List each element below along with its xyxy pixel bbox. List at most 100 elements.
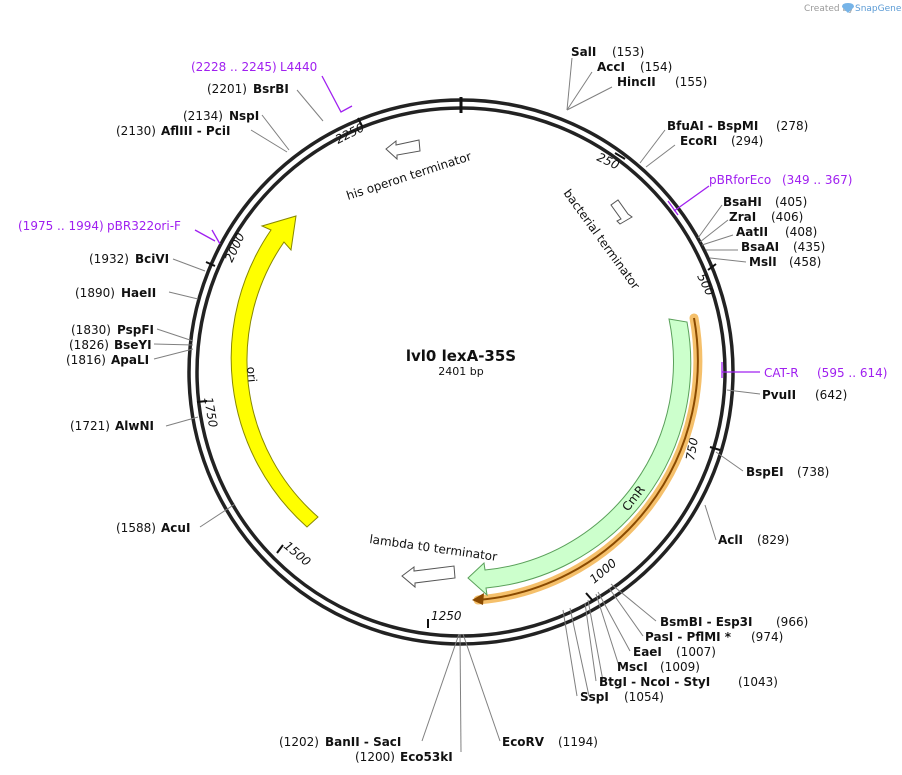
enzyme-position: (1932): [89, 252, 129, 266]
enzyme-name: PasI: [645, 630, 673, 644]
enzyme-PspFI[interactable]: (1830) PspFI: [71, 323, 154, 337]
ori-feature[interactable]: ori: [230, 215, 319, 528]
enzyme-position: (829): [757, 533, 789, 547]
enzyme-MslI[interactable]: MslI (458): [749, 255, 821, 269]
enzyme-position: (1721): [70, 419, 110, 433]
enzyme-name: BsaHI: [723, 195, 762, 209]
enzyme-EcoRI[interactable]: EcoRI (294): [680, 134, 763, 148]
svg-text:BfuAI - BspMI: BfuAI - BspMI: [667, 119, 758, 133]
enzyme-position: (1830): [71, 323, 111, 337]
enzyme-position: (153): [612, 45, 644, 59]
enzyme-position: (1054): [624, 690, 664, 704]
enzyme-AccI[interactable]: AccI (154): [597, 60, 672, 74]
tick-label: 250: [595, 150, 622, 173]
enzyme-BciVI[interactable]: (1932) BciVI: [89, 252, 169, 266]
plasmid-name: lvl0 lexA-35S: [406, 347, 516, 365]
enzyme-position: (738): [797, 465, 829, 479]
enzyme-SalI[interactable]: SalI (153): [571, 45, 644, 59]
enzyme-position: (435): [793, 240, 825, 254]
primer-name: pBRforEco: [709, 173, 771, 187]
enzyme-PvuII[interactable]: PvuII (642): [762, 388, 847, 402]
enzyme-BfuAI-BspMI[interactable]: BfuAI - BspMI (278): [667, 119, 808, 133]
enzyme-name: BspMI: [717, 119, 758, 133]
enzyme-name: BciVI: [135, 252, 169, 266]
enzyme-position: (974): [751, 630, 783, 644]
enzyme-EcoRV[interactable]: EcoRV (1194): [502, 735, 598, 749]
enzyme-position: (1200): [355, 750, 395, 764]
enzyme-ZraI[interactable]: ZraI (406): [729, 210, 803, 224]
enzyme-AlwNI[interactable]: (1721) AlwNI: [70, 419, 154, 433]
primer-range: (1975 .. 1994): [18, 219, 104, 233]
enzyme-position: (1194): [558, 735, 598, 749]
enzyme-position: (406): [771, 210, 803, 224]
snapgene-logo-icon: [842, 3, 854, 13]
tick-marks: [196, 117, 721, 628]
primer-pbr322ori-f[interactable]: (1975 .. 1994) pBR322ori-F: [18, 219, 221, 245]
enzyme-name: PflMI *: [687, 630, 732, 644]
enzyme-name: SalI: [571, 45, 596, 59]
enzyme-BsmBI-Esp3I[interactable]: BsmBI - Esp3I (966): [660, 615, 808, 629]
enzyme-BsaHI[interactable]: BsaHI (405): [723, 195, 807, 209]
enzyme-name: HaeII: [121, 286, 156, 300]
enzyme-position: (458): [789, 255, 821, 269]
enzyme-position: (642): [815, 388, 847, 402]
svg-text:PasI - PflMI *: PasI - PflMI *: [645, 630, 732, 644]
svg-text:BsmBI - Esp3I: BsmBI - Esp3I: [660, 615, 753, 629]
enzyme-AcuI[interactable]: (1588) AcuI: [116, 521, 190, 535]
enzyme-name: AccI: [597, 60, 625, 74]
enzyme-BsrBI[interactable]: (2201) BsrBI: [207, 82, 289, 96]
bacterial-terminator[interactable]: bacterial terminator: [561, 187, 643, 293]
enzyme-AclI[interactable]: AclI (829): [718, 533, 789, 547]
enzyme-SspI[interactable]: SspI (1054): [580, 690, 664, 704]
enzyme-name: BspEI: [746, 465, 784, 479]
enzyme-name: SacI: [373, 735, 401, 749]
enzyme-BseYI[interactable]: (1826) BseYI: [69, 338, 152, 352]
primer-l4440[interactable]: (2228 .. 2245) L4440: [191, 60, 353, 113]
enzyme-position: (154): [640, 60, 672, 74]
enzyme-position: (1826): [69, 338, 109, 352]
enzyme-name: PspFI: [117, 323, 154, 337]
enzyme-BspEI[interactable]: BspEI (738): [746, 465, 829, 479]
enzyme-name: AcuI: [161, 521, 190, 535]
enzyme-EaeI[interactable]: EaeI (1007): [633, 645, 716, 659]
tick-label: 1250: [431, 609, 462, 623]
enzyme-AatII[interactable]: AatII (408): [736, 225, 817, 239]
enzyme-position: (1007): [676, 645, 716, 659]
his-operon-terminator[interactable]: his operon terminator: [345, 139, 474, 203]
enzyme-position: (2130): [116, 124, 156, 138]
terminator-arrow-icon: [385, 139, 421, 161]
enzyme-position: (1816): [66, 353, 106, 367]
primer-cat-r[interactable]: CAT-R (595 .. 614): [721, 362, 887, 380]
lambda-t0-terminator-label: lambda t0 terminator: [369, 532, 498, 564]
enzyme-NspI[interactable]: (2134) NspI: [183, 109, 259, 123]
enzyme-HaeII[interactable]: (1890) HaeII: [75, 286, 156, 300]
enzyme-ApaLI[interactable]: (1816) ApaLI: [66, 353, 149, 367]
creator-prefix: Created by: [804, 4, 854, 14]
cmr-orf-arrow: [472, 313, 703, 605]
enzyme-BsaAI[interactable]: BsaAI (435): [741, 240, 825, 254]
enzyme-name: PciI: [206, 124, 231, 138]
enzyme-AflIII-PciI[interactable]: (2130) AflIII - PciI: [116, 124, 230, 138]
enzyme-BanII-SacI[interactable]: (1202) BanII - SacI: [279, 735, 401, 749]
enzyme-position: (278): [776, 119, 808, 133]
enzyme-name: EcoRV: [502, 735, 545, 749]
enzyme-name: BfuAI: [667, 119, 704, 133]
enzyme-position: (1890): [75, 286, 115, 300]
ori-label: ori: [244, 366, 259, 383]
enzyme-name: NcoI: [640, 675, 670, 689]
enzyme-name: EcoRI: [680, 134, 717, 148]
tick-label: 1500: [281, 539, 314, 570]
primer-pbrforeco[interactable]: pBRforEco (349 .. 367): [667, 173, 852, 216]
enzyme-name: Eco53kI: [400, 750, 453, 764]
enzyme-name: ApaLI: [111, 353, 149, 367]
enzyme-MscI[interactable]: MscI (1009): [617, 660, 700, 674]
enzyme-BtgI-NcoI-StyI[interactable]: BtgI - NcoI - StyI (1043): [599, 675, 778, 689]
enzyme-name: MslI: [749, 255, 777, 269]
enzyme-PasI-PflMI[interactable]: PasI - PflMI * (974): [645, 630, 783, 644]
enzyme-HincII[interactable]: HincII (155): [617, 75, 707, 89]
enzyme-Eco53kI[interactable]: (1200) Eco53kI: [355, 750, 453, 764]
tick-label: 1750: [201, 396, 220, 429]
enzyme-position: (1009): [660, 660, 700, 674]
enzyme-name: StyI: [684, 675, 711, 689]
bacterial-terminator-label: bacterial terminator: [561, 187, 643, 293]
